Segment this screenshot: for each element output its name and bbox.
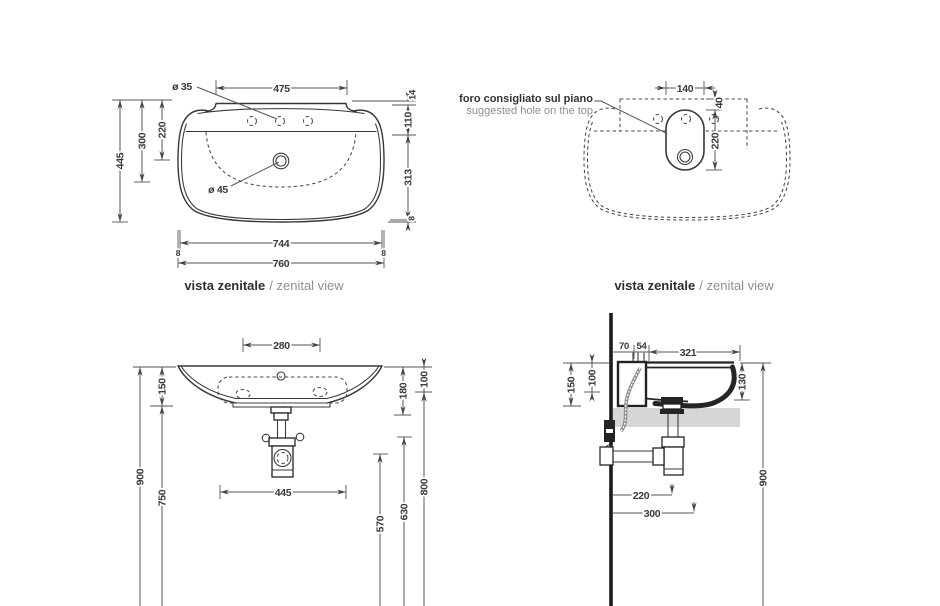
leader-tap-dia bbox=[196, 86, 278, 120]
dim-label-140: 140 bbox=[677, 83, 694, 95]
leader-drain-dia bbox=[230, 161, 280, 187]
caption-light: / zenital view bbox=[699, 278, 774, 293]
dim-label-180: 180 bbox=[398, 382, 410, 399]
trap-bottle bbox=[271, 445, 294, 478]
trap-bottle bbox=[663, 446, 684, 476]
tap-hole-center bbox=[274, 115, 286, 127]
drain-outer bbox=[272, 152, 290, 170]
drain-flange bbox=[270, 406, 292, 414]
dim-label-40: 40 bbox=[714, 97, 726, 109]
dim-label-900: 900 bbox=[135, 468, 147, 485]
dim-label-220: 220 bbox=[710, 132, 722, 149]
dim-label-280: 280 bbox=[273, 340, 290, 352]
leader-note bbox=[594, 100, 667, 134]
basin-outline bbox=[177, 109, 385, 223]
note-line-italian: foro consigliato sul piano bbox=[459, 93, 593, 105]
suggested-hole-note: foro consigliato sul piano suggested hol… bbox=[459, 93, 593, 117]
dim-label-110: 110 bbox=[403, 112, 415, 128]
basin-inner-curve-right bbox=[326, 365, 380, 400]
dim-label-445: 445 bbox=[275, 487, 292, 499]
dim-label-150: 150 bbox=[157, 378, 169, 395]
dim-label-570: 570 bbox=[375, 515, 387, 532]
dim-label-70: 70 bbox=[619, 341, 629, 352]
view-side: 70 54 321 150 100 130 900 220 300 bbox=[563, 313, 771, 606]
basin-under-curve-right bbox=[326, 365, 383, 404]
tap-hole-left bbox=[246, 115, 258, 127]
wall-plug-right bbox=[295, 432, 305, 442]
caption-bold: vista zenitale bbox=[614, 278, 696, 293]
drain-nut bbox=[273, 412, 289, 421]
dim-label-8a: 8 bbox=[176, 248, 181, 258]
basin-top-curve bbox=[197, 108, 365, 115]
caption-zenital-right: vista zenitale/ zenital view bbox=[614, 278, 773, 293]
dim-label-744: 744 bbox=[273, 238, 290, 250]
basin-inner-outline bbox=[180, 123, 382, 221]
basin-hidden-outline bbox=[583, 107, 791, 221]
dim-label-475: 475 bbox=[273, 83, 290, 95]
basin-hidden-inner bbox=[586, 121, 788, 219]
fixing-hole-right bbox=[312, 386, 328, 398]
tap-hole-left bbox=[652, 113, 664, 125]
drain-fitting-top bbox=[661, 397, 683, 404]
caption-bold: vista zenitale bbox=[184, 278, 266, 293]
tap-hole-right bbox=[708, 113, 720, 125]
dim-label-220: 220 bbox=[157, 121, 169, 138]
tap-deck bbox=[205, 102, 357, 113]
trap-inspection-cap bbox=[273, 448, 292, 468]
note-line-english: suggested hole on the top bbox=[466, 105, 593, 117]
dim-label-100: 100 bbox=[419, 371, 431, 388]
overflow-hole bbox=[276, 371, 286, 381]
bowl-hidden-edge bbox=[205, 131, 357, 188]
drain-inner bbox=[679, 151, 691, 163]
basin-inner-curve-left bbox=[180, 365, 237, 400]
dim-label-445: 445 bbox=[115, 152, 127, 169]
tap-hole-center bbox=[680, 113, 692, 125]
suggested-hole bbox=[665, 109, 705, 171]
dim-label-900: 900 bbox=[758, 469, 770, 486]
drain-inner bbox=[275, 155, 287, 167]
dim-label-14: 14 bbox=[408, 89, 419, 100]
dim-label-8b: 8 bbox=[381, 248, 386, 258]
view-front: 280 150 900 750 180 100 445 570 630 800 bbox=[133, 338, 432, 606]
fixing-zone-hidden bbox=[217, 376, 348, 404]
drain-outer bbox=[676, 148, 694, 166]
view-zenital-hole: 140 40 220 bbox=[583, 81, 791, 221]
dim-label-760: 760 bbox=[273, 258, 290, 270]
dim-label-tap-dia: ø 35 bbox=[172, 81, 192, 93]
countertop bbox=[613, 408, 740, 427]
dim-label-220: 220 bbox=[633, 490, 650, 502]
dim-label-313: 313 bbox=[403, 169, 415, 186]
dim-label-150: 150 bbox=[566, 376, 578, 393]
caption-light: / zenital view bbox=[269, 278, 344, 293]
dim-label-300: 300 bbox=[137, 132, 149, 149]
dim-label-300: 300 bbox=[644, 508, 661, 520]
wall-outlet-flange bbox=[599, 446, 614, 466]
tap-hole-right bbox=[302, 115, 314, 127]
outlet-nut bbox=[652, 447, 665, 466]
trap-union-nut bbox=[268, 437, 296, 447]
dim-label-drain-dia: ø 45 bbox=[208, 184, 228, 196]
dim-label-750: 750 bbox=[157, 489, 169, 506]
caption-zenital-left: vista zenitale/ zenital view bbox=[184, 278, 343, 293]
trap-union-nut bbox=[661, 436, 685, 448]
dim-label-321: 321 bbox=[680, 347, 697, 359]
dim-label-54: 54 bbox=[637, 341, 648, 352]
basin-under-curve-left bbox=[177, 365, 237, 404]
dim-label-100: 100 bbox=[587, 369, 599, 386]
dim-label-800: 800 bbox=[419, 478, 431, 495]
dim-label-8-right: 8 bbox=[407, 216, 417, 221]
dim-label-630: 630 bbox=[399, 503, 411, 520]
dim-label-130: 130 bbox=[737, 373, 749, 390]
fixing-hole-left bbox=[235, 388, 251, 400]
view-zenital-plan: 475 ø 35 ø 45 445 300 220 14 110 313 8 7… bbox=[112, 79, 420, 272]
